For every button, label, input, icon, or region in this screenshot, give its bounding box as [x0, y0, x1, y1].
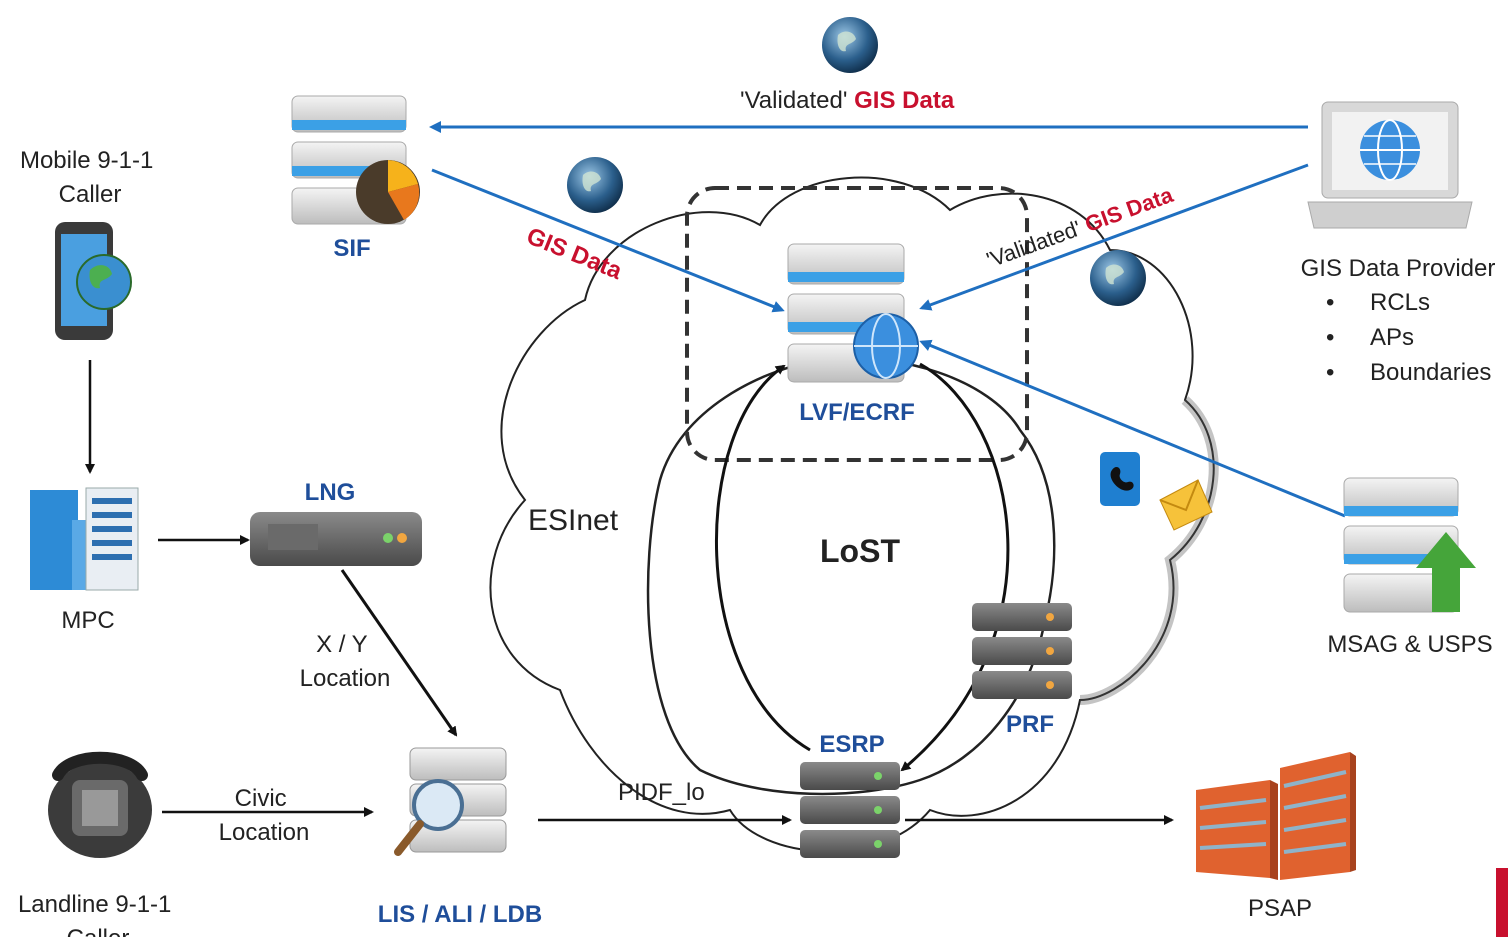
lng-label: LNG — [305, 479, 356, 506]
arrow-lng-to-lis — [340, 569, 458, 737]
lost-cloud — [646, 356, 1056, 796]
gis-provider-list: • RCLs • APs • Boundaries — [1326, 289, 1491, 386]
validated-prefix: 'Validated' — [740, 87, 854, 114]
lis-label: LIS / ALI / LDB — [378, 901, 542, 928]
lost-label: LoST — [820, 533, 900, 569]
lvf-focus-box — [685, 186, 1029, 462]
civic-location-label: Civic Location — [219, 785, 310, 846]
pidf-lo-label: PIDF_lo — [618, 779, 705, 806]
gis-item-boundaries: Boundaries — [1370, 359, 1491, 386]
landline-line-1: Landline 9-1-1 — [18, 891, 171, 918]
bullet: • — [1326, 289, 1334, 316]
globe-icon — [1090, 250, 1146, 306]
sif-label: SIF — [333, 235, 370, 262]
civic-line-1: Civic — [235, 785, 287, 812]
gis-data-label: GIS Data — [523, 223, 626, 286]
globe-icon — [822, 17, 878, 73]
msag-server-icon — [1343, 477, 1476, 613]
xy-location-label: X / Y Location — [300, 631, 391, 692]
gis-data-emph: GIS Data — [1081, 182, 1176, 237]
mobile-line-1: Mobile 9-1-1 — [20, 147, 153, 174]
landline-line-2: Caller — [67, 925, 130, 937]
esrp-server-icon — [800, 762, 900, 858]
xy-line-2: Location — [300, 665, 391, 692]
router-icon — [250, 512, 422, 566]
database-search-icon — [394, 747, 507, 856]
prf-label: PRF — [1006, 711, 1054, 738]
validated-gis-data-top-label: 'Validated' GIS Data — [740, 87, 955, 114]
bullet: • — [1326, 359, 1334, 386]
arrow-lvf-to-esrp — [900, 362, 1010, 772]
building-icon — [30, 487, 139, 591]
arrow-msag-to-lvf — [919, 339, 1346, 518]
mpc-label: MPC — [61, 607, 114, 634]
esinet-label: ESInet — [528, 504, 619, 537]
psap-building-icon — [1196, 752, 1356, 880]
arrow-provider-to-lvf — [919, 163, 1309, 311]
landline-caller-label: Landline 9-1-1 Caller — [18, 891, 178, 937]
laptop-icon — [1307, 101, 1473, 229]
envelope-icon — [1159, 479, 1213, 531]
gis-data-emph: GIS Data — [854, 87, 955, 114]
arrow-esrp-to-lvf — [714, 364, 811, 752]
lvf-server-icon — [787, 243, 919, 383]
xy-line-1: X / Y — [316, 631, 368, 658]
gis-provider-label: GIS Data Provider — [1301, 255, 1496, 282]
gis-item-aps: APs — [1370, 324, 1414, 351]
corner-logo-fragment — [1496, 868, 1508, 937]
msag-label: MSAG & USPS — [1327, 631, 1492, 658]
telephone-icon — [48, 751, 152, 858]
prf-server-icon — [972, 603, 1072, 699]
civic-line-2: Location — [219, 819, 310, 846]
lvf-label: LVF/ECRF — [799, 399, 915, 426]
sif-server-icon — [291, 95, 420, 225]
globe-icon — [567, 157, 623, 213]
esrp-label: ESRP — [819, 731, 884, 758]
mobile-caller-label: Mobile 9-1-1 Caller — [20, 147, 160, 208]
mobile-phone-icon — [55, 222, 132, 340]
psap-label: PSAP — [1248, 895, 1312, 922]
gis-item-rcls: RCLs — [1370, 289, 1430, 316]
mobile-line-2: Caller — [59, 181, 122, 208]
bullet: • — [1326, 324, 1334, 351]
phonebook-icon — [1100, 452, 1140, 506]
arrow-sif-to-lvf — [431, 168, 785, 313]
